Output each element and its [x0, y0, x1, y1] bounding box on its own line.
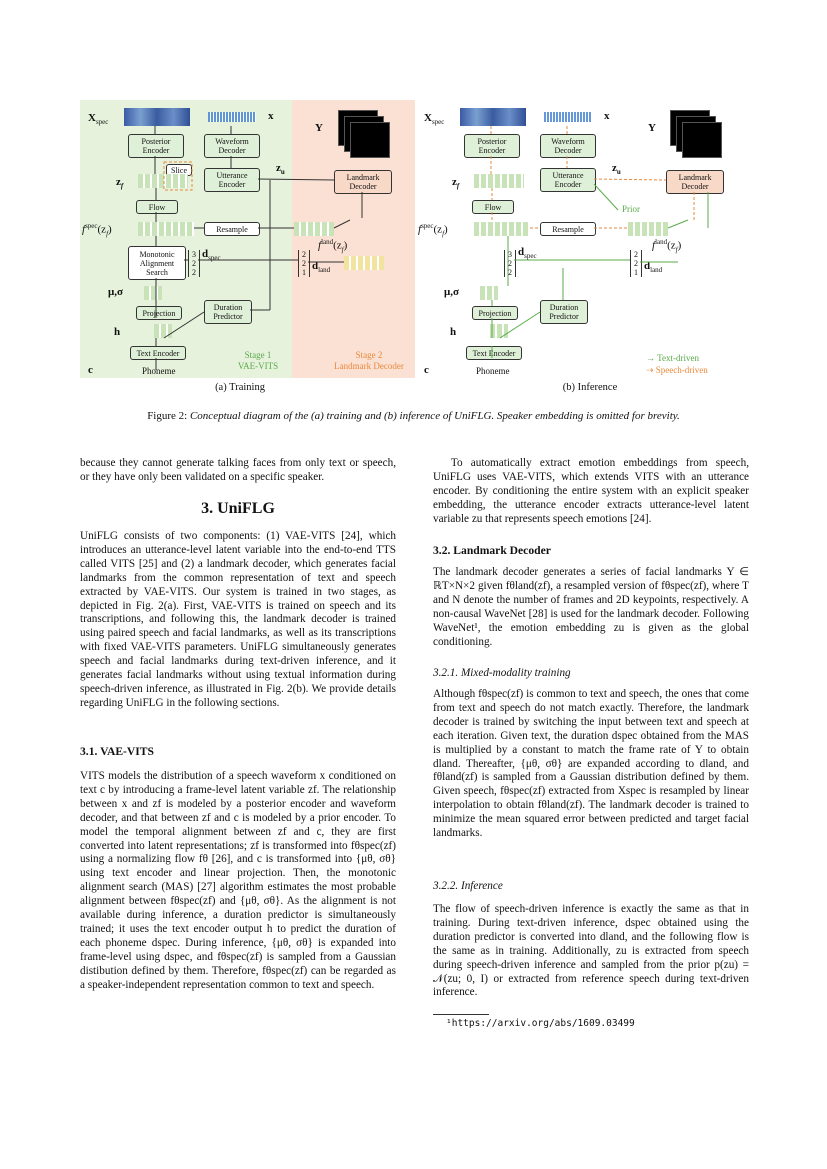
fland-symbol: fland(zf) [318, 238, 348, 254]
training-arrows [154, 126, 363, 370]
section-3-2-2-heading: 3.2.2. Inference [433, 880, 503, 892]
legend: → Text-driven ⇢ Speech-driven [646, 352, 708, 376]
face-landmark-image [682, 122, 722, 158]
zf-symbol: zf [452, 176, 460, 191]
dspec-symbol: dspec [518, 246, 537, 261]
right-paragraph-1: To automatically extract emotion embeddi… [433, 457, 749, 525]
posterior-encoder-box: Posterior Encoder [464, 134, 520, 158]
utterance-encoder-box: Utterance Encoder [540, 168, 596, 192]
latent-fland-bars [628, 222, 668, 236]
h-symbol: h [450, 326, 457, 338]
landmark-decoder-box: Landmark Decoder [666, 170, 724, 194]
section-3-2-heading: 3.2. Landmark Decoder [433, 544, 551, 557]
c-symbol: c [424, 364, 429, 376]
duration-predictor-box: Duration Predictor [540, 300, 588, 324]
stage2-label: Stage 2 Landmark Decoder [334, 350, 404, 371]
utterance-encoder-box: Utterance Encoder [204, 168, 260, 192]
text-encoder-box: Text Encoder [466, 346, 522, 360]
resample-box: Resample [204, 222, 260, 236]
y-symbol: Y [648, 122, 656, 134]
projection-box: Projection [472, 306, 518, 320]
fspec-symbol: fspec(zf) [418, 222, 448, 238]
latent-dland-bars [344, 256, 384, 270]
c-symbol: c [88, 364, 93, 376]
spectrogram-image [124, 108, 190, 126]
latent-zf-bars [138, 174, 188, 188]
section-3-heading: 3. UniFLG [201, 500, 275, 517]
fland-symbol: fland(zf) [652, 238, 682, 254]
latent-mu-bars [144, 286, 162, 300]
phoneme-label: Phoneme [476, 366, 510, 376]
h-symbol: h [114, 326, 121, 338]
legend-text-driven: → Text-driven [646, 353, 699, 363]
resample-box: Resample [540, 222, 596, 236]
figure-training-panel: Xspec x Y Posterior Encoder Waveform Dec… [80, 100, 415, 380]
mu-sigma-symbol: μ,σ [108, 286, 123, 298]
latent-h-bars [154, 324, 172, 338]
landmark-decoder-box: Landmark Decoder [334, 170, 392, 194]
duration-predictor-box: Duration Predictor [204, 300, 252, 324]
prior-label: Prior [622, 204, 640, 214]
y-symbol: Y [315, 122, 323, 134]
latent-mu-bars [480, 286, 498, 300]
legend-speech-driven: ⇢ Speech-driven [646, 365, 708, 375]
xspec-symbol: Xspec [424, 112, 445, 127]
left-paragraph-0: because they cannot generate talking fac… [80, 457, 396, 483]
waveform-decoder-box: Waveform Decoder [540, 134, 596, 158]
section-3-2-1-heading: 3.2.1. Mixed-modality training [433, 667, 571, 679]
zf-symbol: zf [116, 176, 124, 191]
right-paragraph-4: The flow of speech-driven inference is e… [433, 903, 749, 999]
phoneme-label: Phoneme [142, 366, 176, 376]
left-paragraph-1: UniFLG consists of two components: (1) V… [80, 530, 396, 709]
dspec-symbol: dspec [202, 248, 221, 263]
footnote-url[interactable]: ¹https://arxiv.org/abs/1609.03499 [446, 1018, 635, 1029]
waveform-decoder-box: Waveform Decoder [204, 134, 260, 158]
xspec-symbol: Xspec [88, 112, 109, 127]
right-paragraph-2: The landmark decoder generates a series … [433, 566, 749, 648]
section-3-1-heading: 3.1. VAE-VITS [80, 745, 154, 758]
dland-symbol: dland [312, 260, 331, 275]
subfigure-a-caption: (a) Training [215, 382, 265, 393]
latent-fland-bars [294, 222, 334, 236]
left-paragraph-2: VITS models the distribution of a speech… [80, 770, 396, 991]
dland-symbol: dland [644, 260, 663, 275]
spectrogram-image [460, 108, 526, 126]
figure-inference-panel: Xspec x Y Posterior Encoder Waveform Dec… [418, 100, 748, 380]
right-paragraph-3: Although fθspec(zf) is common to text an… [433, 688, 749, 840]
x-symbol: x [604, 110, 610, 122]
zu-symbol: zu [276, 162, 285, 177]
latent-zf-bars [474, 174, 524, 188]
latent-fspec-bars [138, 222, 194, 236]
mu-sigma-symbol: μ,σ [444, 286, 459, 298]
fspec-symbol: fspec(zf) [82, 222, 112, 238]
footnote-rule [433, 1014, 489, 1015]
flow-box: Flow [472, 200, 514, 214]
x-symbol: x [268, 110, 274, 122]
zu-symbol: zu [612, 162, 621, 177]
mas-box: Monotonic Alignment Search [128, 246, 186, 280]
face-landmark-image [350, 122, 390, 158]
waveform-image [544, 112, 592, 122]
text-encoder-box: Text Encoder [130, 346, 186, 360]
inference-arrows [490, 126, 709, 358]
projection-box: Projection [136, 306, 182, 320]
flow-box: Flow [136, 200, 178, 214]
latent-h-bars [490, 324, 508, 338]
subfigure-b-caption: (b) Inference [562, 382, 618, 393]
posterior-encoder-box: Posterior Encoder [128, 134, 184, 158]
waveform-image [208, 112, 256, 122]
stage1-label: Stage 1 VAE-VITS [237, 350, 279, 371]
figure-caption: Figure 2: Conceptual diagram of the (a) … [147, 410, 680, 422]
latent-fspec-bars [474, 222, 530, 236]
